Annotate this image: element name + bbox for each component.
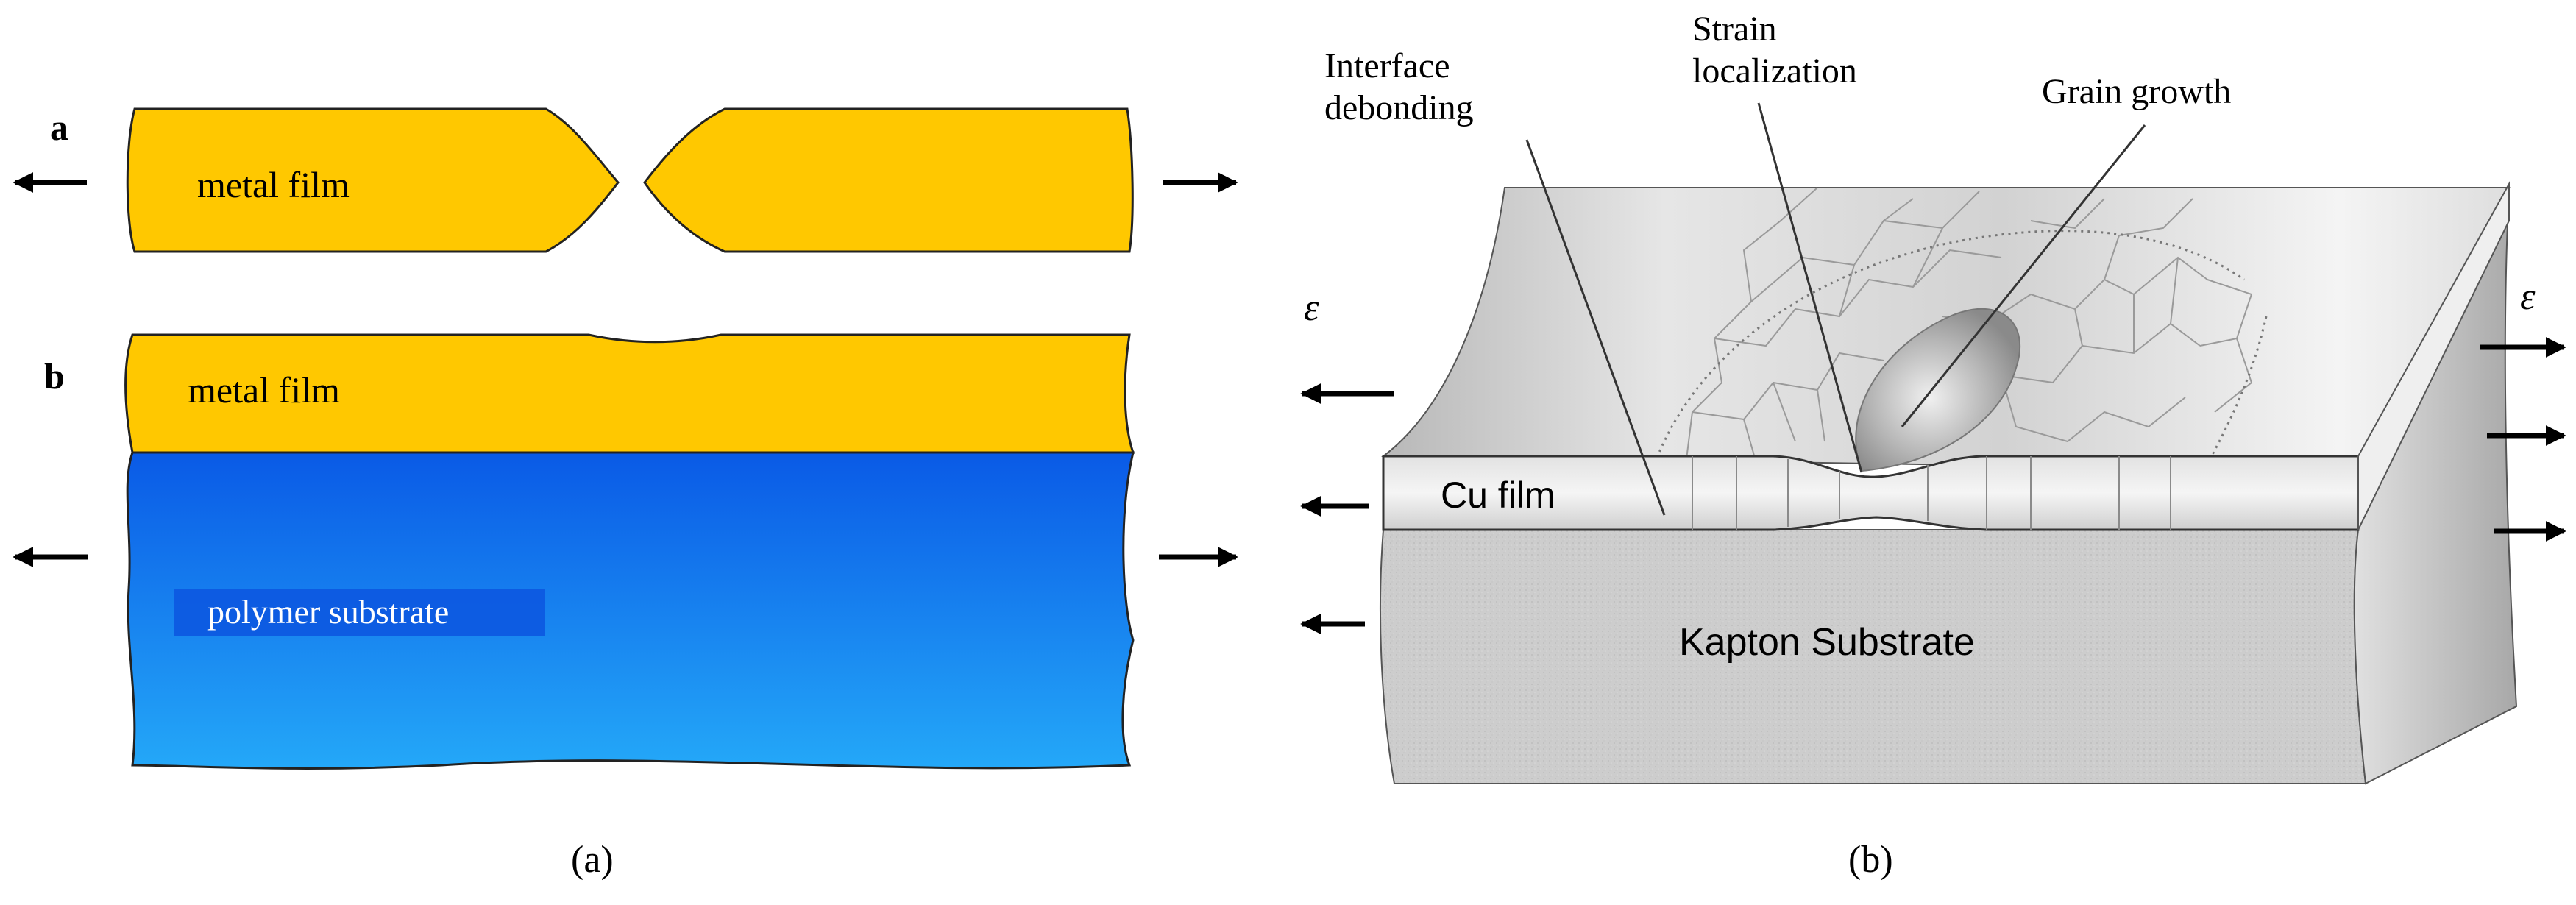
film-side bbox=[2357, 181, 2510, 530]
fractured-film-right bbox=[643, 107, 1134, 253]
leader-grain bbox=[1901, 124, 2146, 427]
leader-interface bbox=[1525, 139, 1666, 516]
panel-b: Cu film Kapton Substrate Interface debon… bbox=[1300, 10, 2566, 881]
caption-b: (b) bbox=[1848, 839, 1893, 881]
annotation-interface-2: debonding bbox=[1324, 88, 1474, 127]
caption-a: (a) bbox=[571, 839, 614, 881]
panel-a-label-b: b bbox=[44, 355, 65, 397]
substrate-label-box bbox=[174, 589, 545, 636]
film-grain-lines bbox=[1692, 456, 2171, 530]
panel-a: a b metal film metal film polymer substr… bbox=[13, 107, 1238, 881]
grain-network bbox=[1684, 187, 2253, 472]
fractured-film-left bbox=[126, 107, 620, 253]
substrate-label-kapton: Kapton Substrate bbox=[1679, 621, 1975, 664]
annotation-strain-2: localization bbox=[1692, 52, 1857, 90]
leader-strain bbox=[1757, 102, 1863, 473]
epsilon-left: ε bbox=[1304, 287, 1319, 329]
annotation-grain: Grain growth bbox=[2042, 72, 2231, 111]
panel-a-label-a: a bbox=[50, 107, 68, 148]
annotation-interface-1: Interface bbox=[1324, 46, 1450, 85]
film-label-b: metal film bbox=[188, 369, 340, 411]
film-label-a: metal film bbox=[197, 164, 350, 205]
right-side-face bbox=[2353, 191, 2518, 785]
epsilon-right: ε bbox=[2520, 276, 2536, 318]
substrate-label: polymer substrate bbox=[207, 593, 449, 631]
metal-film-bonded bbox=[124, 333, 1135, 454]
annotation-strain-1: Strain bbox=[1692, 10, 1777, 49]
film-label-cu: Cu film bbox=[1441, 475, 1555, 516]
grown-grain bbox=[1855, 308, 2020, 472]
polymer-substrate bbox=[126, 451, 1135, 770]
